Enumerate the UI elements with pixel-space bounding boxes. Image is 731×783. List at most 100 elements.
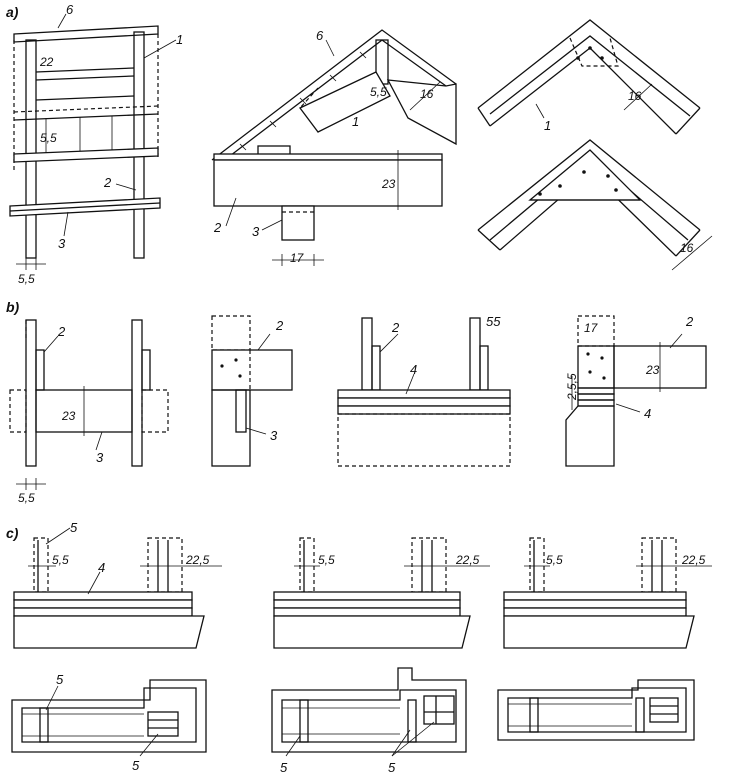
section-label-a: a): [6, 4, 19, 20]
c1-label-4: 4: [98, 560, 105, 575]
c5-outline: [271, 667, 467, 753]
c5-leader-5b: [391, 729, 411, 757]
c6-outline: [497, 679, 695, 741]
b2-post-3: [235, 389, 247, 433]
dashed-band-top: [13, 105, 159, 113]
a-left-elevation: [9, 13, 177, 270]
b4-dim-2-5-5: 2,5,5: [565, 373, 579, 401]
c1-dim-5-5: 5,5: [52, 553, 69, 567]
c3-plank-3: [503, 607, 687, 617]
bolt: [220, 364, 224, 368]
bolt: [558, 184, 562, 188]
c4-label-5a: 5: [56, 672, 64, 687]
b4-base: [565, 405, 615, 467]
b3-plank-1: [337, 389, 511, 399]
b3-leader-4: [405, 373, 415, 395]
rafter-outer: [211, 29, 457, 161]
b2-label-2: 2: [275, 318, 284, 333]
c2-base: [273, 615, 471, 649]
dim-mid-16: 16: [420, 87, 434, 101]
corner2-end-r: [675, 229, 701, 257]
b1-cleat-r: [141, 349, 151, 391]
c6-stud: [529, 697, 539, 733]
bolt: [538, 192, 542, 196]
bolt: [238, 374, 242, 378]
b3-base-dash: [337, 413, 511, 467]
c2-dim-22-5: 22,5: [455, 553, 480, 567]
a-middle-truss: [211, 29, 457, 266]
section-label-c: c): [6, 525, 19, 541]
c1-leader-5: [45, 527, 71, 545]
c1-leader-4: [87, 571, 101, 595]
leader-r1-1: [535, 103, 545, 119]
c3-dim-5-5: 5,5: [546, 553, 563, 567]
c6-inner: [507, 687, 687, 733]
c4-leader-5a: [45, 685, 59, 711]
c4-label-5b: 5: [132, 758, 140, 773]
c5-label-5a: 5: [280, 760, 288, 775]
c4-outline: [11, 679, 207, 753]
c2-plank-3: [273, 607, 461, 617]
c4-post: [147, 711, 179, 737]
corner-end-l: [477, 107, 491, 127]
c5-label-5b: 5: [388, 760, 396, 775]
b1-dash-l: [9, 389, 27, 433]
b2-label-3: 3: [270, 428, 278, 443]
b4-dim-23-text: 23: [645, 363, 660, 377]
c1-post-right: [147, 537, 183, 593]
c1-dim-22-5: 22,5: [185, 553, 210, 567]
dim-r1-16: [623, 83, 653, 111]
b2-post: [211, 389, 251, 467]
bolt: [600, 356, 604, 360]
b3-leader-2: [379, 333, 399, 353]
c2-post-right: [411, 537, 447, 593]
dim-bottom-5-5: 5,5: [18, 272, 35, 286]
label-3: 3: [58, 236, 66, 251]
tie-1: [299, 71, 391, 133]
b2-beam-2: [211, 349, 293, 391]
label-r1-1: 1: [544, 118, 551, 133]
dim-r1-16-text: 16: [628, 89, 642, 103]
b1-label-3: 3: [96, 450, 104, 465]
b1-post-left: [25, 319, 37, 467]
c5-leader-5a: [285, 735, 301, 757]
b2-top-dash: [211, 315, 251, 351]
bolt: [588, 370, 592, 374]
c1-base: [13, 615, 205, 649]
c3-plank-1: [503, 591, 687, 601]
leader-m3: [261, 219, 283, 231]
c1-plank-3: [13, 607, 193, 617]
a-right-corner-top: [477, 19, 701, 135]
c4-leader-5b: [139, 733, 159, 757]
dim-5-5: 5,5: [40, 131, 57, 145]
c4-inner: [21, 687, 197, 743]
corner-plate: [569, 37, 619, 67]
label-mid-3: 3: [252, 224, 260, 239]
bolt: [606, 174, 610, 178]
leader-m6: [325, 39, 335, 57]
b2-joint: [211, 315, 293, 467]
rafter-ticks: [239, 51, 367, 151]
b4-post: [577, 345, 615, 389]
label-2: 2: [103, 175, 112, 190]
b2-leader-2: [257, 333, 271, 351]
b3-plank-2: [337, 397, 511, 407]
b3-label-4: 4: [410, 362, 417, 377]
c3-base: [503, 615, 695, 649]
corner-outer: [477, 19, 701, 109]
a-right-corner-bottom: [477, 139, 713, 271]
bolt: [582, 170, 586, 174]
c5-stud2: [407, 699, 417, 743]
post-right: [133, 31, 145, 259]
leader-3: [63, 211, 69, 237]
b4-plank-2: [577, 393, 615, 401]
label-mid-2: 2: [213, 220, 222, 235]
c3-plank-2: [503, 599, 687, 609]
b1-label-2: 2: [57, 324, 66, 339]
leader-2: [115, 183, 137, 191]
c2-post-left: [299, 537, 315, 593]
corner-inner2: [489, 47, 677, 135]
c5-inner: [281, 689, 457, 743]
post-3: [281, 205, 315, 241]
